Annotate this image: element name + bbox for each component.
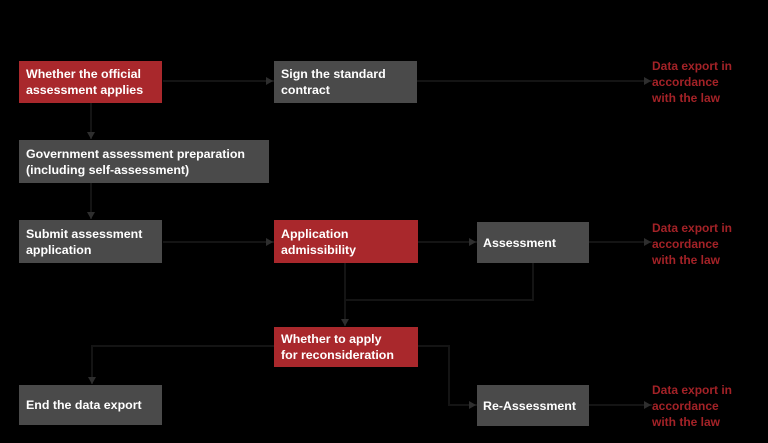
arrowhead-down-icon	[87, 132, 95, 139]
connector-reassessment-to-outcome-bottom	[589, 404, 652, 406]
connector-reconsideration-left	[91, 345, 274, 347]
arrowhead-right-icon	[469, 401, 476, 409]
arrowhead-right-icon	[266, 77, 273, 85]
node-re-assessment: Re-Assessment	[477, 385, 589, 426]
arrowhead-down-icon	[88, 377, 96, 384]
node-official-assessment-applies: Whether the official assessment applies	[19, 61, 162, 103]
connector-contract-to-outcome-top	[417, 80, 652, 82]
connector-official-to-contract	[163, 80, 274, 82]
node-apply-reconsideration: Whether to apply for reconsideration	[274, 327, 418, 367]
arrowhead-right-icon	[644, 77, 651, 85]
arrowhead-right-icon	[644, 238, 651, 246]
outcome-label-bottom: Data export in accordance with the law	[652, 383, 733, 429]
node-assessment-preparation: Government assessment preparation (inclu…	[19, 140, 269, 183]
arrowhead-down-icon	[87, 212, 95, 219]
connector-admissibility-to-assessment	[418, 241, 477, 243]
connector-official-to-preparation	[90, 103, 92, 139]
connector-reconsideration-elbow-2	[448, 345, 450, 405]
arrowhead-right-icon	[469, 238, 476, 246]
connector-to-end-export	[91, 345, 93, 384]
outcome-label-top: Data export in accordance with the law	[652, 59, 733, 105]
connector-assessment-to-outcome-middle	[589, 241, 652, 243]
arrowhead-right-icon	[644, 401, 651, 409]
arrowhead-down-icon	[341, 319, 349, 326]
connector-submit-to-admissibility	[163, 241, 274, 243]
connector-reconsideration-to-reassessment	[448, 404, 477, 406]
arrowhead-right-icon	[266, 238, 273, 246]
node-submit-application: Submit assessment application	[19, 220, 162, 263]
connector-preparation-to-submit	[90, 183, 92, 219]
connector-assessment-to-reconsideration	[345, 299, 534, 301]
connector-assessment-down	[532, 263, 534, 301]
node-end-data-export: End the data export	[19, 385, 162, 425]
node-sign-standard-contract: Sign the standard contract	[274, 61, 417, 103]
outcome-label-middle: Data export in accordance with the law	[652, 221, 733, 267]
connector-admissibility-to-reconsideration	[344, 263, 346, 326]
connector-reconsideration-elbow-1	[418, 345, 450, 347]
node-application-admissibility: Application admissibility	[274, 220, 418, 263]
node-assessment: Assessment	[477, 222, 589, 263]
